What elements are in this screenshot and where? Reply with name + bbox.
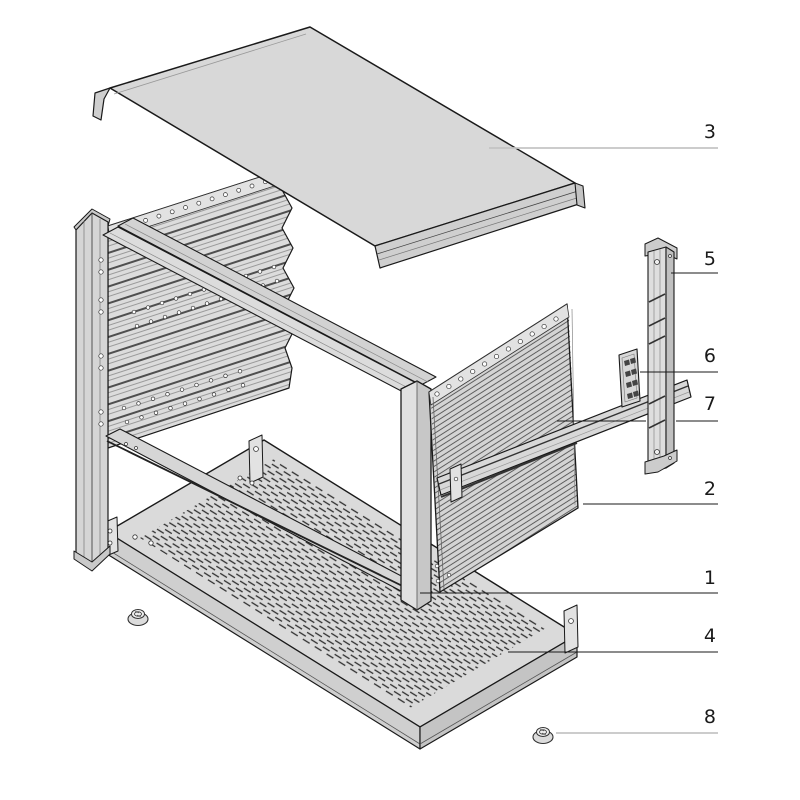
top-cover-left-tab [92, 87, 111, 121]
side-panel-hole-row-c [121, 369, 243, 411]
part-label-5: 5 [703, 248, 716, 270]
bottom-cover-screw-holes [132, 475, 255, 546]
bottom-cover-perforation [140, 459, 546, 708]
frame-bottom-rail [105, 428, 433, 601]
right-post-right-face [417, 381, 431, 610]
top-rail-rear [117, 217, 437, 386]
fixing-plate-part [618, 348, 641, 408]
rear-panel-right-edge-line [571, 308, 576, 506]
horizontal-rail-end-tab [449, 463, 463, 503]
horizontal-rail-part [436, 379, 692, 503]
post-hole-pairs [98, 257, 104, 427]
rail-shadow-line [440, 442, 578, 498]
foot-left [127, 609, 149, 627]
vertical-rail-slots [648, 293, 666, 429]
bottom-cover-part [102, 434, 579, 750]
vertical-rail-side-face [665, 246, 675, 469]
top-cover-right-tab [574, 182, 586, 209]
part-label-4: 4 [703, 625, 716, 647]
leader-lines [420, 147, 718, 734]
right-post-left-face [401, 381, 417, 610]
rear-panel-hole-row [434, 316, 559, 397]
rear-panel-lower-holes [434, 563, 452, 584]
part-label-6: 6 [703, 345, 716, 367]
rear-panel-top-strip [428, 303, 570, 406]
part-label-3: 3 [703, 121, 716, 143]
part-label-7: 7 [703, 393, 716, 415]
cover-edge-line [113, 33, 307, 95]
post-bottom-cap [73, 545, 111, 572]
part-label-8: 8 [703, 706, 716, 728]
flange-fold-line [106, 548, 421, 745]
fixing-plate-slots [624, 357, 639, 399]
side-panel-hole-row-d [124, 383, 246, 425]
frame-part [73, 167, 437, 611]
vertical-rail-bottom-cap [644, 449, 678, 475]
frame-front-left-post [73, 208, 111, 572]
flange-fold-line-2 [419, 651, 578, 745]
bottom-cover-rear-tab-mid [248, 434, 264, 484]
frame-front-right-post [400, 380, 432, 611]
part-label-2: 2 [703, 478, 716, 500]
rear-vertical-rail-part [644, 237, 678, 475]
rear-panel-left-edge-line [432, 396, 445, 590]
side-panel-hole-row-b [134, 278, 280, 329]
foot-right [532, 727, 554, 745]
frame-top-rails [102, 217, 437, 395]
vertical-rail-front-face [647, 246, 667, 474]
bottom-cover-side-flange [419, 634, 578, 750]
part-label-1: 1 [703, 567, 716, 589]
bottom-cover-rear-tab-right [563, 604, 579, 654]
top-cover-part [92, 26, 586, 269]
